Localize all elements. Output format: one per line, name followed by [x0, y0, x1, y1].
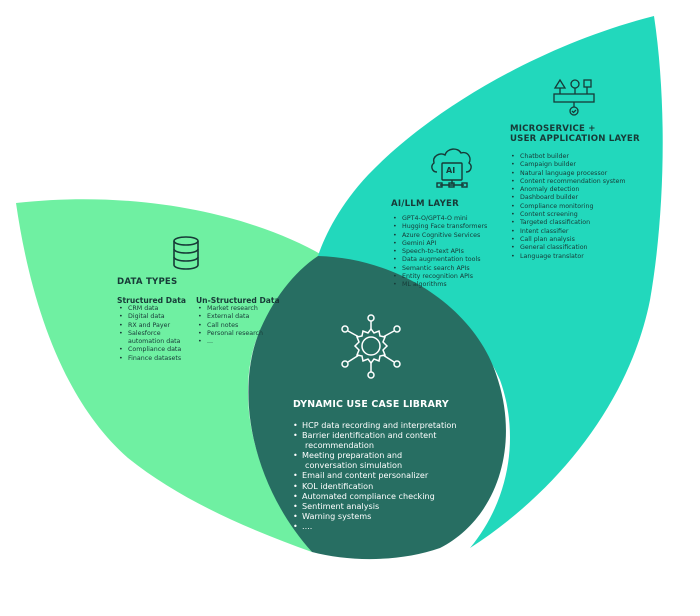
list-item: Automated compliance checking: [293, 491, 457, 501]
list-item: Anomaly detection: [511, 186, 626, 195]
list-item: Gemini API: [393, 240, 487, 249]
list-item: Data augmentation tools: [393, 256, 487, 265]
list-item: External data: [198, 313, 263, 322]
list-item: RX and Payer: [119, 322, 181, 331]
unstructured-data-title: Un-Structured Data: [196, 296, 280, 305]
list-item: Semantic search APIs: [393, 265, 487, 274]
right-leaf-shape: [318, 16, 663, 548]
list-item: conversation simulation: [305, 460, 403, 471]
ai-chip-cloud-icon: [431, 148, 472, 188]
list-item: ....: [293, 521, 457, 531]
list-item: KOL identification: [293, 481, 457, 491]
ai-llm-list: GPT4-O/GPT4-O mini Hugging Face transfor…: [393, 215, 487, 290]
database-icon: [173, 236, 199, 270]
microservice-title-line2: USER APPLICATION LAYER: [510, 134, 640, 144]
ai-llm-layer-title: AI/LLM LAYER: [391, 199, 459, 209]
list-item: Digital data: [119, 313, 181, 322]
list-item: HCP data recording and interpretation: [293, 420, 457, 430]
list-item: Campaign builder: [511, 161, 626, 170]
list-item: CRM data: [119, 305, 181, 314]
list-item: Intent classifier: [511, 228, 626, 237]
list-item: Chatbot builder: [511, 153, 626, 162]
list-item: Finance datasets: [119, 355, 181, 364]
left-leaf-shape: [16, 199, 322, 553]
unstructured-data-list: Market research External data Call notes…: [198, 305, 263, 347]
data-types-title: DATA TYPES: [117, 277, 178, 287]
list-item: Personal research: [198, 330, 263, 339]
list-item: recommendation: [305, 440, 375, 451]
list-item: ...: [198, 338, 263, 347]
list-item: Content screening: [511, 211, 626, 220]
list-item: GPT4-O/GPT4-O mini: [393, 215, 487, 224]
gear-network-icon: [341, 314, 401, 379]
list-item: ML algorithms: [393, 281, 487, 290]
list-item: Sentiment analysis: [293, 501, 457, 511]
use-case-library-title: DYNAMIC USE CASE LIBRARY: [293, 399, 449, 410]
list-item: Entity recognition APIs: [393, 273, 487, 282]
list-item: General classification: [511, 244, 626, 253]
list-item: Market research: [198, 305, 263, 314]
use-case-list: HCP data recording and interpretation Ba…: [293, 420, 457, 531]
list-item: Email and content personalizer: [293, 470, 457, 480]
structured-data-title: Structured Data: [117, 296, 186, 305]
list-item: Hugging Face transformers: [393, 223, 487, 232]
list-item: Dashboard builder: [511, 194, 626, 203]
list-item: Content recommendation system: [511, 178, 626, 187]
list-item: Call plan analysis: [511, 236, 626, 245]
list-item: Warning systems: [293, 511, 457, 521]
list-item: Targeted classification: [511, 219, 626, 228]
list-item: Salesforce: [119, 330, 181, 339]
list-item: Compliance monitoring: [511, 203, 626, 212]
microservice-list: Chatbot builder Campaign builder Natural…: [511, 153, 626, 261]
list-item: Speech-to-text APIs: [393, 248, 487, 257]
list-item: Language translator: [511, 253, 626, 262]
list-item: Natural language processor: [511, 170, 626, 179]
list-item: Barrier identification and content: [293, 430, 457, 440]
workflow-icon: [553, 78, 595, 116]
list-item: Compliance data: [119, 346, 181, 355]
list-item: Azure Cognitive Services: [393, 232, 487, 241]
ai-icon-label: AI: [446, 166, 456, 175]
structured-data-list: CRM data Digital data RX and Payer Sales…: [119, 305, 181, 363]
list-item: Meeting preparation and: [293, 450, 457, 460]
microservice-title-line1: MICROSERVICE +: [510, 124, 596, 134]
list-item: automation data: [128, 338, 181, 346]
list-item: Call notes: [198, 322, 263, 331]
